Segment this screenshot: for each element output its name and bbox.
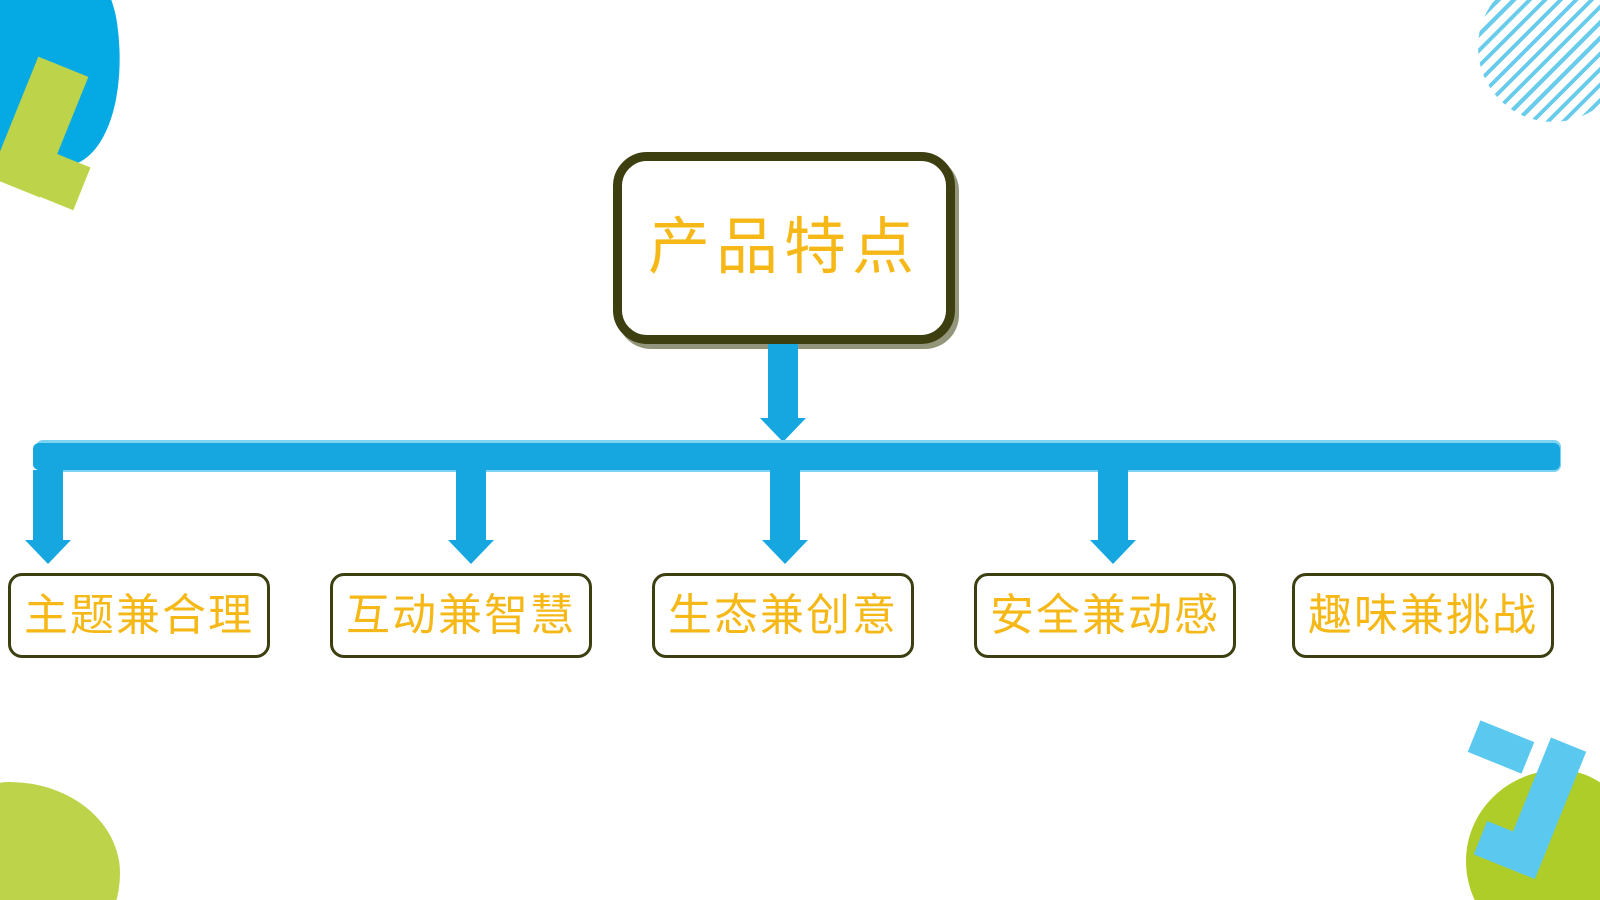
- leaf-node-2-label: 互动兼智慧: [346, 590, 576, 640]
- title-node-label: 产品特点: [647, 214, 920, 282]
- bottom-right-blue-hook-foot-decoration: [1473, 820, 1549, 880]
- bottom-left-green-blob-decoration: [0, 782, 120, 900]
- bottom-right-green-blob-decoration: [1466, 770, 1600, 900]
- branch-connector-arrowhead-3: [762, 540, 808, 564]
- trunk-connector: [33, 443, 1560, 470]
- title-node[interactable]: 产品特点: [613, 152, 955, 344]
- leaf-node-5[interactable]: 趣味兼挑战: [1292, 573, 1554, 658]
- leaf-node-3[interactable]: 生态兼创意: [652, 573, 914, 658]
- top-left-blue-blob-decoration: [0, 0, 136, 182]
- top-left-green-bracket-decoration: [0, 56, 89, 198]
- root-connector-arrowhead: [760, 418, 806, 442]
- branch-connector-arrowhead-1: [25, 540, 71, 564]
- branch-connector-stem-2: [456, 470, 486, 542]
- leaf-node-5-label: 趣味兼挑战: [1308, 590, 1538, 640]
- root-connector-stem: [768, 344, 798, 420]
- branch-connector-stem-1: [33, 470, 63, 542]
- leaf-node-2[interactable]: 互动兼智慧: [330, 573, 592, 658]
- bottom-right-blue-hook-stem-decoration: [1503, 737, 1587, 869]
- leaf-node-3-label: 生态兼创意: [668, 590, 898, 640]
- leaf-node-4[interactable]: 安全兼动感: [974, 573, 1236, 658]
- branch-connector-arrowhead-2: [448, 540, 494, 564]
- leaf-node-1[interactable]: 主题兼合理: [8, 573, 270, 658]
- bottom-right-blue-hook-top-decoration: [1467, 720, 1535, 774]
- branch-connector-stem-3: [770, 470, 800, 542]
- top-right-striped-circle-decoration: [1478, 0, 1600, 122]
- branch-connector-stem-4: [1098, 470, 1128, 542]
- branch-connector-arrowhead-4: [1090, 540, 1136, 564]
- leaf-node-1-label: 主题兼合理: [24, 590, 254, 640]
- top-left-green-foot-decoration: [19, 145, 91, 211]
- leaf-node-4-label: 安全兼动感: [990, 590, 1220, 640]
